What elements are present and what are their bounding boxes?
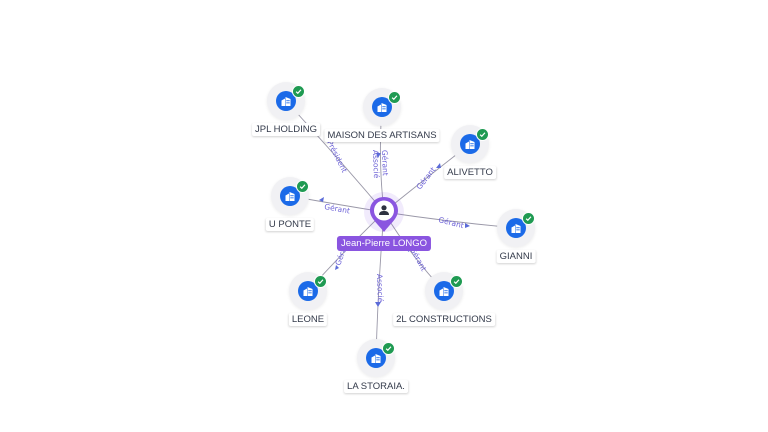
check-icon [292,85,305,98]
company-label: MAISON DES ARTISANS [324,129,440,142]
edge-label-uponte: Gérant [324,202,351,215]
building-icon [276,91,296,111]
building-icon [434,281,454,301]
check-icon [476,128,489,141]
person-name-label: Jean-Pierre LONGO [336,236,432,251]
company-label: GIANNI [496,250,536,263]
check-icon [522,212,535,225]
building-icon [506,218,526,238]
building-icon [366,348,386,368]
building-icon [280,186,300,206]
edge-label-alivetto: Gérant [414,165,437,191]
company-label: LEONE [288,313,328,326]
edge-label-maison-1: Gérant [380,150,390,176]
company-label: LA STORAIA. [344,380,408,393]
arrow-leone [335,265,339,270]
edge-label-jpl: Président [325,139,349,174]
building-icon [298,281,318,301]
person-icon [370,197,398,232]
check-icon [314,275,327,288]
building-icon [372,97,392,117]
arrow-uponte [319,197,324,202]
arrow-storaia [375,302,381,307]
edge-label-gianni: Gérant [438,215,465,230]
building-icon [460,134,480,154]
company-label: ALIVETTO [444,166,496,179]
check-icon [388,91,401,104]
arrow-gianni [465,223,470,228]
arrow-maison [376,153,381,158]
check-icon [296,180,309,193]
edge-label-storaia: Associé [375,274,385,303]
check-icon [450,275,463,288]
company-label: U PONTE [265,218,315,231]
edge-label-maison-2: Associé [371,150,381,179]
company-label: 2L CONSTRUCTIONS [393,313,495,326]
arrow-alivetto [436,163,441,168]
check-icon [382,342,395,355]
company-label: JPL HOLDING [252,123,320,136]
